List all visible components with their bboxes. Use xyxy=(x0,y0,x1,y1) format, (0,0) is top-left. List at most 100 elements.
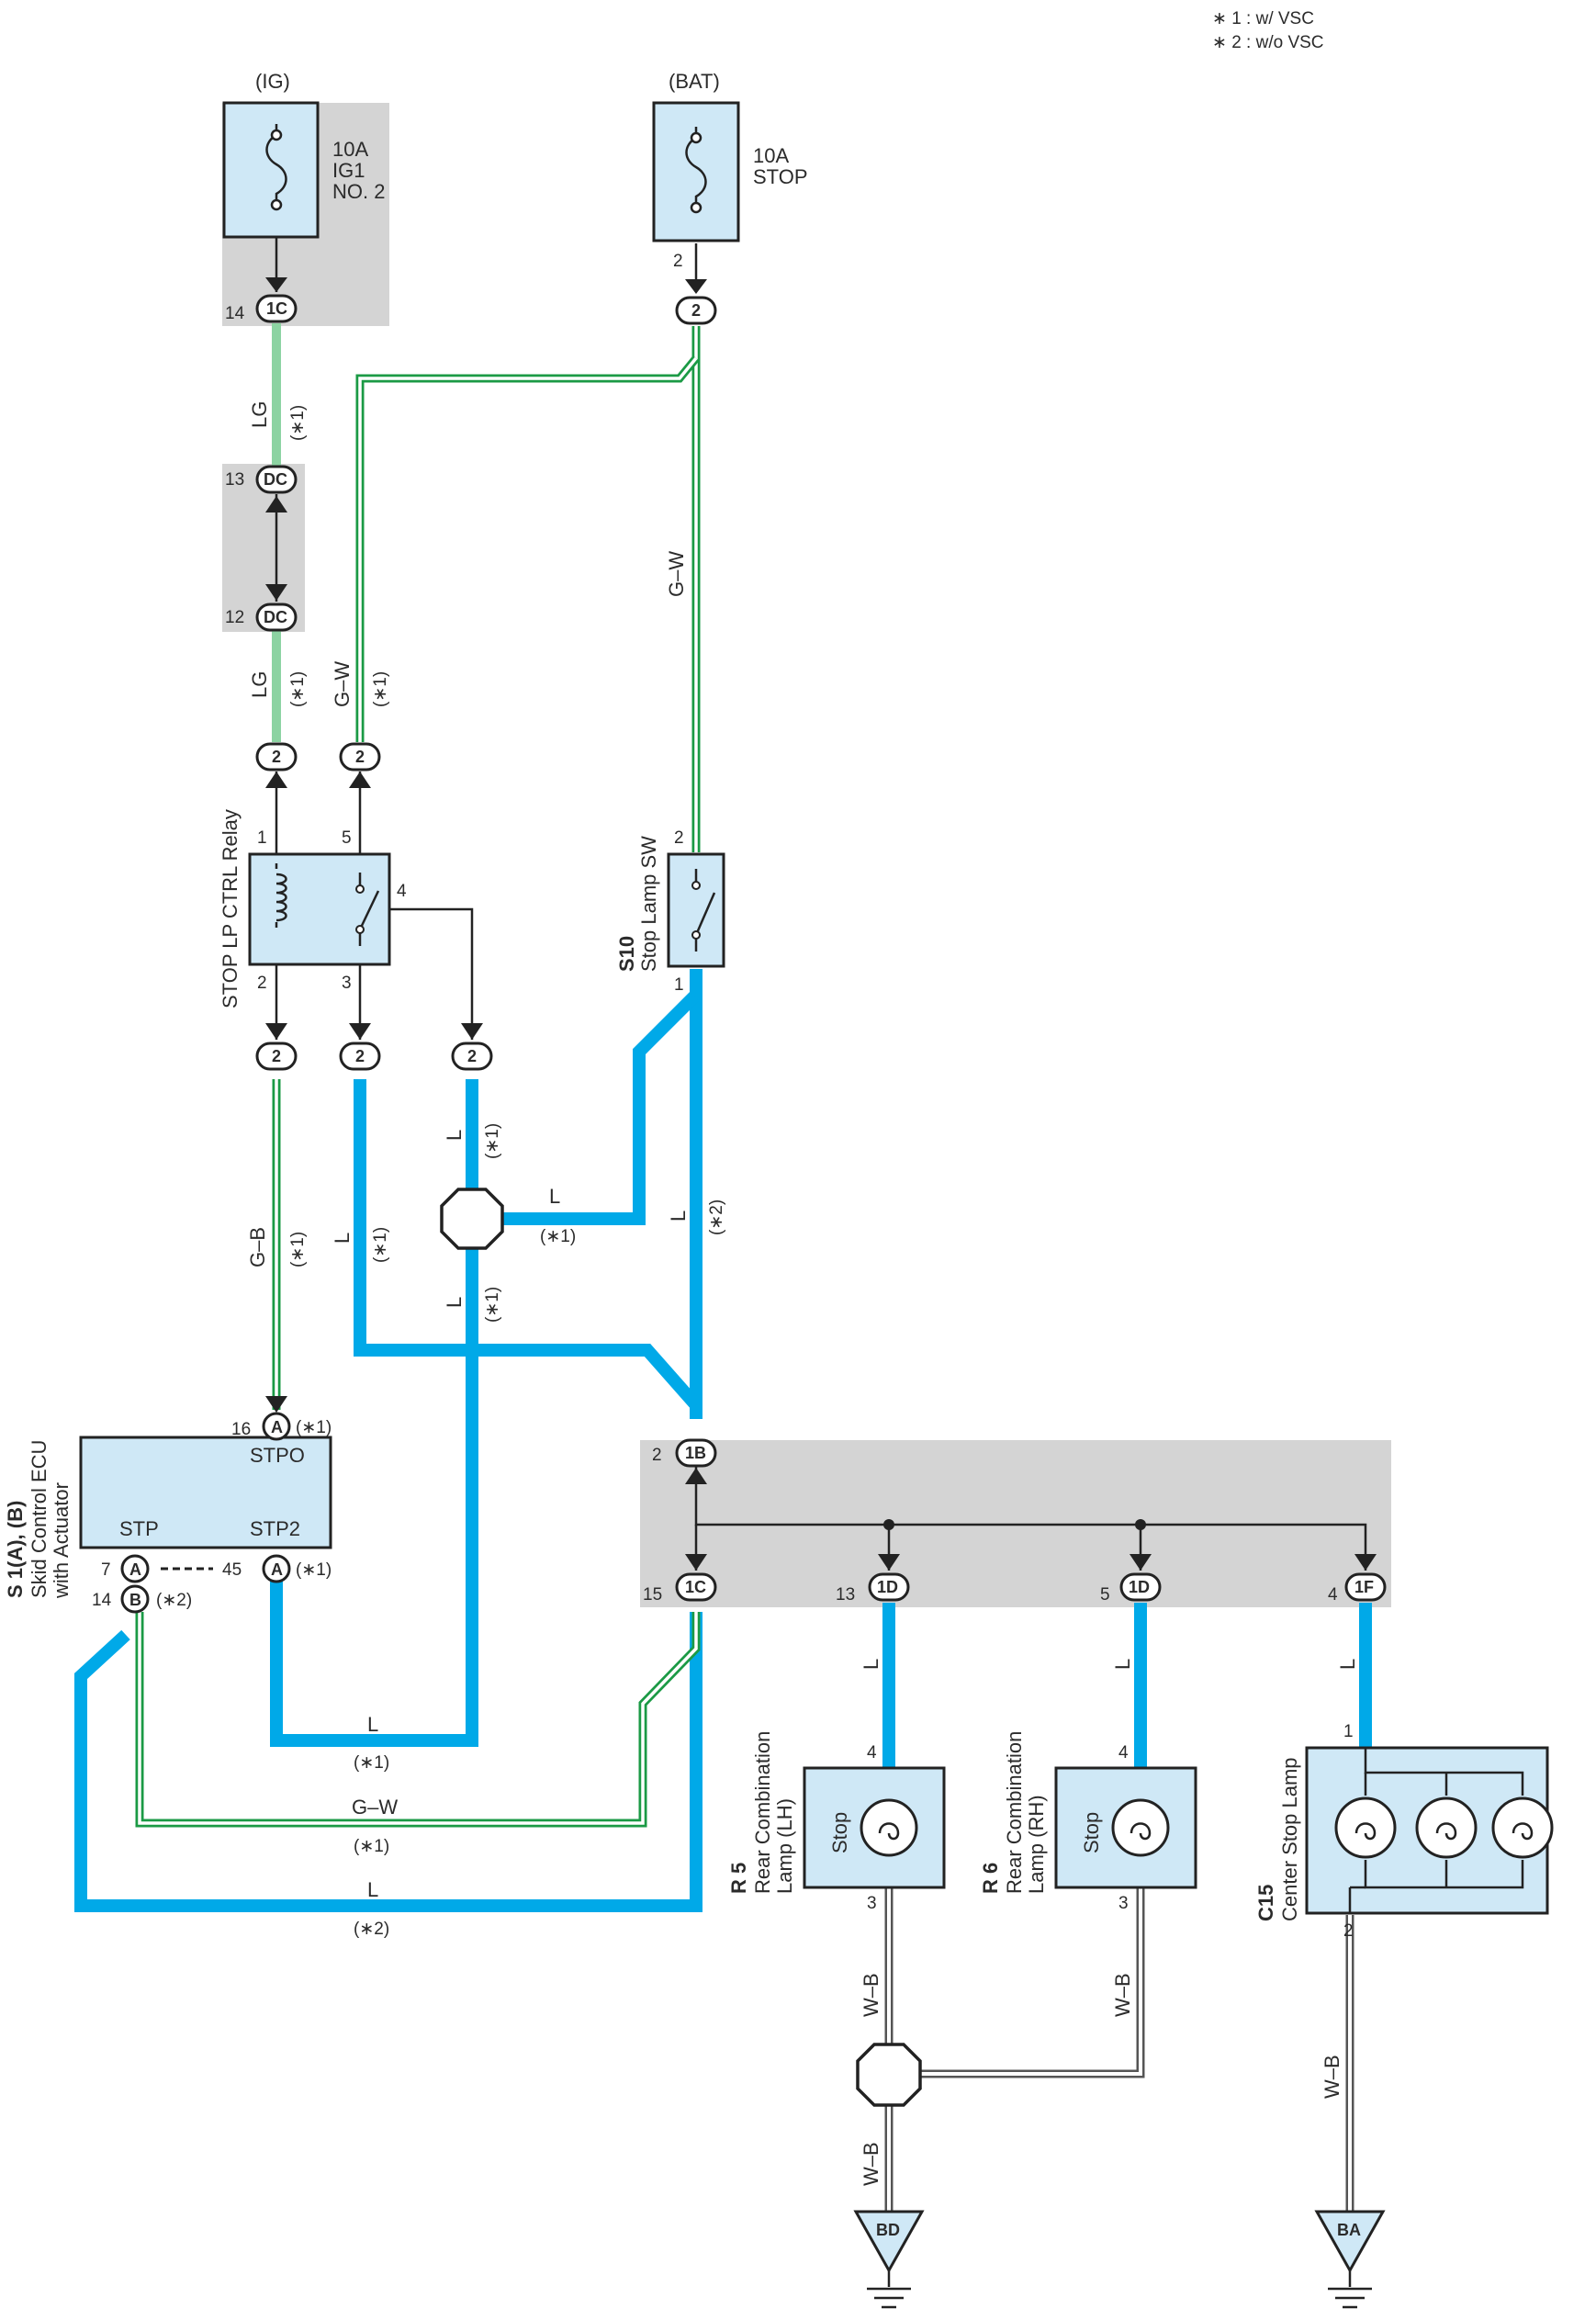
wire-l-sw-branch xyxy=(500,992,699,1225)
wire-color-label: L xyxy=(667,1211,690,1222)
variant-note: (∗1) xyxy=(371,1227,390,1263)
stop-lp-ctrl-relay xyxy=(248,852,391,966)
connector-label: 2 xyxy=(272,748,281,766)
splice-dot xyxy=(1135,1519,1146,1530)
connector-label: 1C xyxy=(685,1578,706,1596)
wire-color-label: L xyxy=(1336,1659,1359,1670)
connector-1c xyxy=(255,294,298,323)
wire-color-label: L xyxy=(860,1659,882,1670)
connector-label: A xyxy=(129,1560,141,1579)
relay-name: STOP LP CTRL Relay xyxy=(219,809,242,1008)
wire-gw-ecu xyxy=(135,1612,701,1828)
pin-number: 4 xyxy=(1328,1585,1338,1605)
arrow-icon xyxy=(461,1023,483,1040)
connector-1d-13 xyxy=(868,1572,910,1602)
bulb-filament xyxy=(1130,1822,1152,1841)
arrow-icon xyxy=(685,1468,707,1484)
connector-label: DC xyxy=(264,470,287,489)
pin-number: 5 xyxy=(1100,1585,1110,1605)
fuse-bat-name: STOP xyxy=(753,165,808,188)
wire-l-ecu-b14 xyxy=(74,1612,702,1912)
legend-note-2: ∗ 2 : w/o VSC xyxy=(1212,33,1324,52)
wire-color-label: L xyxy=(1111,1659,1134,1670)
arrow-icon xyxy=(265,1396,287,1413)
pin-number: 45 xyxy=(222,1560,242,1580)
arrow-icon xyxy=(265,584,287,601)
connector-label: 1D xyxy=(877,1578,898,1596)
pin-number: 3 xyxy=(1118,1894,1129,1913)
connector-relay-5 xyxy=(339,742,381,771)
pin-number: 1 xyxy=(674,975,684,995)
wire-gw-ecu-core xyxy=(138,1612,698,1825)
variant-note: (∗1) xyxy=(296,1418,332,1437)
bulb-filament xyxy=(1512,1822,1534,1841)
bulb-filament xyxy=(878,1822,900,1841)
pin-number: 5 xyxy=(342,828,352,848)
c15-name: Center Stop Lamp xyxy=(1278,1757,1301,1921)
connector-relay-3 xyxy=(339,1042,381,1071)
ecu-terminal-stp: STP xyxy=(119,1517,159,1540)
fuse-ig-number: NO. 2 xyxy=(332,180,385,203)
fuse-bat-rating: 10A xyxy=(753,144,789,167)
variant-note: (∗1) xyxy=(288,1232,308,1267)
pin-number: 12 xyxy=(225,608,244,627)
connector-label: 2 xyxy=(355,1047,365,1065)
ecu-code: S 1(A), (B) xyxy=(4,1501,27,1598)
wire-color-label: G–W xyxy=(331,661,354,707)
arrow-icon xyxy=(265,1023,287,1040)
wire-color-label: L xyxy=(549,1185,560,1208)
splice-dot xyxy=(883,1519,894,1530)
connector-dc-top xyxy=(255,465,298,494)
variant-note: (∗1) xyxy=(371,671,390,707)
r5-code: R 5 xyxy=(727,1863,750,1894)
wire-l-junction-down xyxy=(270,1247,478,1747)
connector-label: A xyxy=(271,1418,283,1436)
connector-relay-1 xyxy=(255,742,298,771)
ecu-name: Skid Control ECU xyxy=(28,1440,51,1598)
fuse-terminal xyxy=(690,131,702,144)
connector-1c-jb xyxy=(675,1572,717,1602)
arrow-icon xyxy=(685,1554,707,1571)
fuse-bat-header: (BAT) xyxy=(669,70,720,93)
ground-label: BD xyxy=(876,2221,900,2239)
connector-1b xyxy=(675,1438,717,1468)
arrow-icon xyxy=(349,1023,371,1040)
pin-number: 13 xyxy=(225,470,244,490)
arrow-icon xyxy=(878,1554,900,1571)
wire-color-label: W–B xyxy=(860,2142,882,2186)
switch-arm xyxy=(694,892,716,936)
bulb-icon xyxy=(860,1798,918,1857)
wire-color-label: LG xyxy=(248,671,271,698)
variant-note: (∗1) xyxy=(288,671,308,707)
fuse-ig-box xyxy=(222,101,320,239)
lamp-internal-bus xyxy=(1364,1748,1524,1796)
ground-bd xyxy=(853,2210,925,2274)
arrow-icon xyxy=(265,496,287,512)
relay-terminal xyxy=(355,884,365,894)
variant-note: (∗1) xyxy=(483,1123,502,1159)
r6-code: R 6 xyxy=(979,1863,1002,1894)
wire-color-label: L xyxy=(367,1713,378,1736)
lamp-internal-bus xyxy=(1364,1860,1524,1889)
pin-number: 2 xyxy=(1343,1921,1354,1941)
wire-color-label: L xyxy=(367,1878,378,1901)
connector-label: 1F xyxy=(1354,1578,1374,1596)
connector-label: A xyxy=(271,1560,283,1579)
ground-label: BA xyxy=(1337,2221,1361,2239)
connector-1f xyxy=(1344,1572,1387,1602)
wire-gw-branch-core xyxy=(358,356,698,742)
coil-icon xyxy=(275,863,287,928)
wire-color-label: W–B xyxy=(860,1973,882,2017)
connector-relay-4 xyxy=(451,1042,493,1071)
wire-color-label: LG xyxy=(248,401,271,428)
pin-number: 3 xyxy=(342,974,352,993)
connector-dc-bottom xyxy=(255,603,298,632)
r5-stop-label: Stop xyxy=(828,1812,851,1853)
pin-number: 7 xyxy=(101,1560,111,1580)
ecu-terminal-stpo: STPO xyxy=(250,1444,305,1467)
pin-number: 2 xyxy=(673,252,683,271)
bulb-filament xyxy=(1435,1822,1457,1841)
pin-number: 1 xyxy=(257,828,267,848)
wire-l-relay3 xyxy=(354,1079,702,1410)
